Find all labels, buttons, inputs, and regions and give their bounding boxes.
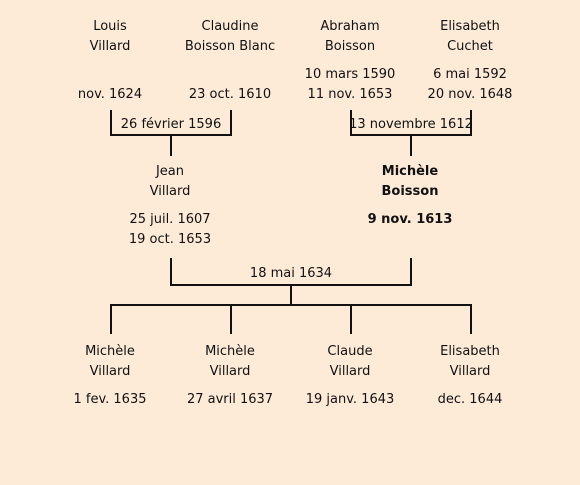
connector-louis-down <box>110 110 112 136</box>
person-date-line: nov. 1624 <box>77 87 143 102</box>
connector-children-bar <box>110 304 472 306</box>
person-dates: 1 fev. 1635 <box>45 390 175 410</box>
person-date-line: 11 nov. 1653 <box>307 87 393 102</box>
person-date-line: 10 mars 1590 <box>304 67 396 82</box>
person-date-line: 19 oct. 1653 <box>128 232 212 247</box>
marriage-date-louis-claudine: 26 février 1596 <box>120 117 222 132</box>
connector-jean-down <box>170 258 172 286</box>
person-date-line: 20 nov. 1648 <box>427 87 513 102</box>
person-date-line: 25 juil. 1607 <box>129 212 211 227</box>
person-name-line: Villard <box>89 364 131 379</box>
connector-child1-drop <box>110 304 112 334</box>
person-date-line: 19 janv. 1643 <box>305 392 395 407</box>
person-name-line: Michèle <box>381 164 439 179</box>
person-name-line: Jean <box>155 164 185 179</box>
person-dates: 19 janv. 1643 <box>285 390 415 410</box>
person-dates: dec. 1644 <box>405 390 535 410</box>
person-dates: 6 mai 1592 20 nov. 1648 <box>405 65 535 105</box>
person-dates: 9 nov. 1613 <box>345 210 475 230</box>
connector-child4-drop <box>470 304 472 334</box>
person-name-line: Abraham <box>320 19 380 34</box>
person-name-line: Villard <box>329 364 371 379</box>
person-name-line: Villard <box>149 184 191 199</box>
connector-to-jean <box>170 134 172 156</box>
connector-child2-drop <box>230 304 232 334</box>
person-dates: 25 juil. 1607 19 oct. 1653 <box>105 210 235 250</box>
person-date-line: 23 oct. 1610 <box>188 87 272 102</box>
connector-elisabeth-down <box>470 110 472 136</box>
person-name-line: Michèle <box>205 344 255 359</box>
connector-to-michele <box>410 134 412 156</box>
person-name-line: Boisson Blanc <box>184 39 276 54</box>
connector-abraham-down <box>350 110 352 136</box>
connector-child3-drop <box>350 304 352 334</box>
person-dates: 27 avril 1637 <box>165 390 295 410</box>
person-name-line: Louis <box>93 19 127 34</box>
person-dates: 10 mars 1590 11 nov. 1653 <box>285 65 415 105</box>
person-name-line: Cuchet <box>447 39 493 54</box>
person-name-line: Claude <box>327 344 373 359</box>
person-date-line <box>165 65 295 85</box>
marriage-date-abraham-elisabeth: 13 novembre 1612 <box>349 117 473 132</box>
person-dates: 23 oct. 1610 <box>165 65 295 105</box>
person-name-line: Villard <box>209 364 251 379</box>
connector-to-children <box>290 284 292 306</box>
connector-claudine-down <box>230 110 232 136</box>
person-date-line: 1 fev. 1635 <box>73 392 147 407</box>
person-name-line: Boisson <box>381 184 439 199</box>
marriage-date-jean-michele: 18 mai 1634 <box>249 266 333 281</box>
person-name-line: Claudine <box>201 19 259 34</box>
person-name-line: Michèle <box>85 344 135 359</box>
person-date-line <box>45 65 175 85</box>
person-date-line: dec. 1644 <box>437 392 503 407</box>
person-date-line: 9 nov. 1613 <box>367 212 453 227</box>
person-name-line: Villard <box>449 364 491 379</box>
person-name-line: Boisson <box>324 39 376 54</box>
person-dates: nov. 1624 <box>45 65 175 105</box>
person-date-line: 6 mai 1592 <box>433 67 507 82</box>
person-name-line: Elisabeth <box>440 344 500 359</box>
person-name-line: Elisabeth <box>440 19 500 34</box>
connector-michele-down <box>410 258 412 286</box>
person-name-line: Villard <box>89 39 131 54</box>
person-date-line: 27 avril 1637 <box>186 392 274 407</box>
